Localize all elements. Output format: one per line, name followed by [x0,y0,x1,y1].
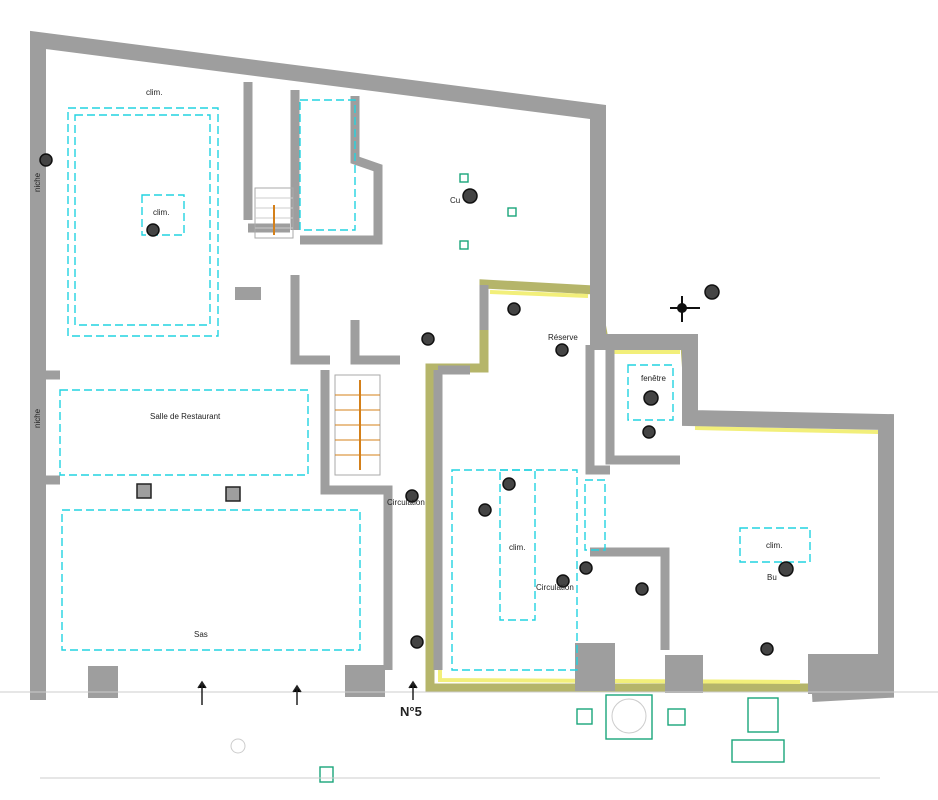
camera-icon [555,343,569,357]
street-furniture [230,173,785,783]
camera-icon [507,302,521,316]
room-label-clim: clim. [146,88,162,97]
room-label-niche: niche [33,172,42,192]
room-label-clim: clim. [509,543,525,552]
camera-icon [421,332,435,346]
room-label-kitchen: Cu [450,196,460,205]
highlighted-zone-inner [438,290,879,684]
camera-icon [462,188,478,204]
camera-icon [410,635,424,649]
camera-icon [502,477,516,491]
room-label-clim: clim. [153,208,169,217]
compass-icon [670,296,700,322]
camera-icon [778,561,794,577]
room-label-window: fenêtre [641,374,666,383]
camera-icon [39,153,53,167]
cameras [39,153,794,656]
camera-icon [146,223,160,237]
camera-icon [478,503,492,517]
camera-icon [760,642,774,656]
camera-icon [579,561,593,575]
camera-icon [556,574,570,588]
room-label-restaurant: Salle de Restaurant [150,412,221,421]
camera-icon [643,390,659,406]
room-label-circulation: Circulation [387,498,425,507]
zone-outlines [59,99,811,671]
camera-icon [642,425,656,439]
room-label-sas: Sas [194,630,208,639]
room-label-circulation: Circulation [536,583,574,592]
stairs-icon [254,187,381,476]
room-label-clim: clim. [766,541,782,550]
camera-icon [704,284,720,300]
entrance-arrow-icon [197,680,418,705]
wall-blocks [88,287,888,698]
camera-icon [405,489,419,503]
interior-walls [42,82,680,670]
room-label-office: Bu [767,573,777,582]
room-label-niche: niche [33,408,42,428]
sidewalk-line [0,691,938,779]
street-number: N°5 [400,704,422,719]
camera-icon [635,582,649,596]
room-label-reserve: Réserve [548,333,578,342]
